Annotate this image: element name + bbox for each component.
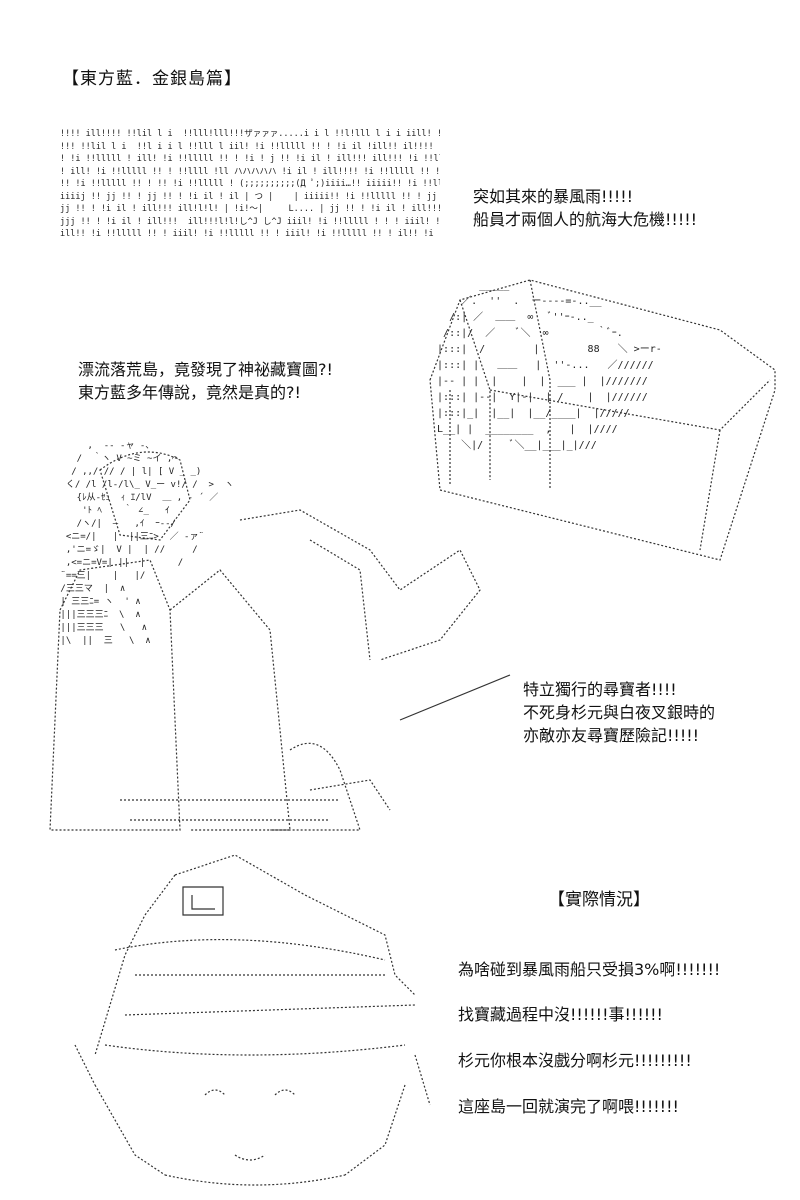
rain-ascii-line: !!!! ill!!!! !!lil l i !!lll!lll!!!ザァァァ.… <box>60 129 440 139</box>
characters-ascii-line: / ｀ヽ V ~ミ ~イ ,⌒ <box>55 454 184 464</box>
reality-line-3: 杉元你根本沒戲分啊杉元!!!!!!!!! <box>458 1051 692 1070</box>
reality-header: 【實際情況】 <box>548 890 650 910</box>
chest-ascii-line: |:::|_| |__| |__/____| |///// <box>425 408 636 419</box>
treasure-chest-drawing <box>429 279 776 561</box>
characters-ascii-line: {ﾚ从-ｾｭ ｨ ｴ/lV ＿ , ‐ ´ ／ <box>55 493 219 503</box>
characters-ascii-art: , -‐ -ャ ‐、 / ｀ヽ V ~ミ ~イ ,⌒ / ,,/ // / | … <box>55 440 255 840</box>
caption-hunters: 特立獨行的尋寶者!!!! 不死身杉元與白夜叉銀時的 亦敵亦友尋寶歷險記!!!!! <box>523 680 716 745</box>
characters-ascii-line: |||三三三 \ ∧ <box>55 623 148 633</box>
characters-ascii-line: ¨==三| | |/ <box>55 571 162 581</box>
chest-ascii-line: /:| ／ ＿＿ ∞ ﾞ''ｰ-.._ <box>425 312 594 323</box>
characters-ascii-line: く/ /l /l-/l\_ V_ー v!/ / > ヽ <box>55 480 234 490</box>
reality-line-2: 找寶藏過程中沒!!!!!!事!!!!!! <box>458 1005 663 1024</box>
reality-line-1: 為啥碰到暴風雨船只受損3%啊!!!!!!! <box>458 960 721 979</box>
reality-line-4: 這座島一回就演完了啊喂!!!!!!! <box>458 1097 679 1116</box>
characters-drawing <box>49 451 511 831</box>
characters-ascii-line: ,<=ニ=V=| || | / <box>55 558 200 568</box>
rain-ascii-line: iiiij !! jj !! ! jj !! ! !i il ! il | つ … <box>60 191 437 202</box>
characters-ascii-line: , -‐ -ャ ‐、 <box>55 441 155 451</box>
chest-ascii-line: |:::| / | 88 ＼ >ーr- <box>425 344 662 355</box>
rain-ascii-line: ! ill! !i !!lllll !! ! !!llll !ll ハハハハハ … <box>60 166 440 177</box>
chest-ascii-line: |:::| | ＿＿ | ''-... ／////// <box>425 360 660 371</box>
chest-ascii-line: L__| | ________ , | |//// <box>425 424 624 435</box>
rain-ascii-line: jjj !! ! !i il ! ill!!! ill!!!l!l!し^J し^… <box>60 216 440 227</box>
rain-ascii-art: !!!! ill!!!! !!lil l i !!lll!lll!!!ザァァァ.… <box>60 128 440 288</box>
chest-ascii-line: ／. '' . ー----=-..__ <box>425 296 602 307</box>
caption-island: 漂流落荒島，竟發現了神祕藏寶圖?! 東方藍多年傳說，竟然是真的?! <box>78 360 333 402</box>
chest-ascii-line: |:::| |--| Y|-| | / | |////// <box>425 392 654 403</box>
rain-ascii-line: jj !! ! !i il ! ill!!! ill!l!l! | !i!〜| … <box>60 204 440 214</box>
chest-ascii-line: |-- | | | | | ___ | |/////// <box>425 376 654 387</box>
characters-ascii-line: /三三マ | ∧ <box>55 584 142 594</box>
characters-ascii-line: 'ﾄ ﾍ ｀ ∠_ ｲ <box>55 506 170 516</box>
characters-ascii-line: / ,,/ // / | l| [ V _ _) <box>55 467 202 477</box>
rain-ascii-line: !!! !!lil l i !!l i i l !!lll l iil! !i … <box>60 141 434 152</box>
page-title: 【東方藍．金銀島篇】 <box>62 69 242 89</box>
characters-ascii-line: | 三三ﾆ= ヽ ' ∧ <box>55 597 152 607</box>
characters-ascii-line: |||三三三ﾆ \ ∧ <box>55 610 147 620</box>
character-head-drawing <box>74 854 431 1186</box>
chest-ascii-line: /::|/ ／ ﾞ＼ ∞ ｀ﾞｰ. <box>425 328 623 339</box>
treasure-chest-ascii-art: _____ ／. '' . ー----=-..__ /:| ／ ＿＿ ∞ ﾞ''… <box>425 278 785 578</box>
caption-storm: 突如其來的暴風雨!!!!! 船員才兩個人的航海大危機!!!!! <box>473 187 698 229</box>
characters-ascii-line: <ニ=/| | ||三ﾆ> ／ -ァ¨ <box>55 532 204 542</box>
characters-ascii-line: ,'ニ=ゞ| V | | // / <box>55 545 204 555</box>
chest-ascii-line: _____ <box>425 280 510 291</box>
characters-ascii-line: /ヽ/| ― ,ｲ ｰ--/ <box>55 519 182 529</box>
rain-ascii-line: ill!! !i !!lllll !! ! iiil! !i !!lllll !… <box>60 229 440 239</box>
rain-ascii-line: !! !i !!lllll !! ! !! !i !!lllll ! (;;;;… <box>60 179 440 189</box>
chest-ascii-line: ＼|/ ﾞ＼__|___|_|/// <box>425 440 603 451</box>
characters-ascii-line: |\ || 三 \ ∧ <box>55 636 151 646</box>
rain-ascii-line: ! !i !!lllll ! ill! !i !!lllll !! ! !i !… <box>60 154 440 164</box>
